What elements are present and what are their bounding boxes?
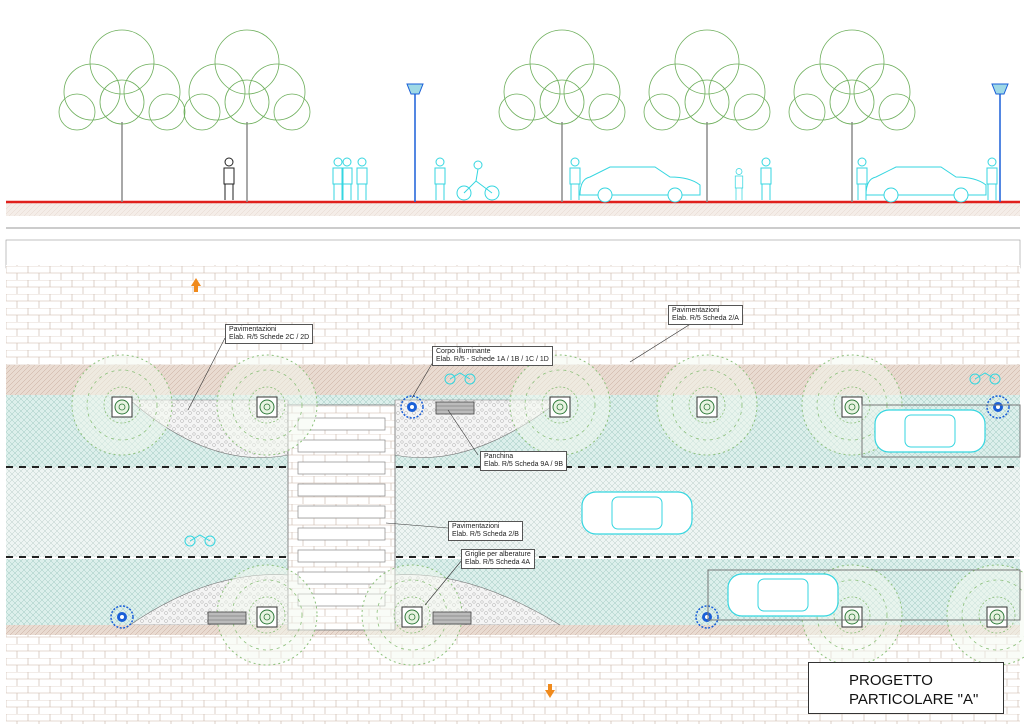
- tree-elevation: [643, 29, 771, 203]
- bicycle-symbol: [444, 372, 476, 385]
- pedestrian-figure: [760, 157, 772, 201]
- callout-ref: Elab. R/5 Scheda 2/B: [452, 531, 519, 538]
- tree-grate: [841, 396, 863, 418]
- cyclist-figure: [456, 160, 500, 201]
- street-lamp-elevation: [406, 83, 424, 202]
- callout-ref: Elab. R/5 Scheda 9A / 9B: [484, 461, 563, 468]
- callout-title: Pavimentazioni: [672, 307, 720, 314]
- bicycle-symbol: [184, 534, 216, 547]
- car-plan: [581, 491, 693, 535]
- pedestrian-figure: [569, 157, 581, 201]
- tree-elevation: [183, 29, 311, 203]
- pedestrian-figure: [223, 157, 235, 200]
- roadway: [6, 467, 1020, 557]
- callout-title: Panchina: [484, 453, 514, 460]
- tree-elevation: [58, 29, 186, 203]
- car-plan: [874, 409, 986, 453]
- pedestrian-figure: [856, 157, 868, 201]
- callout-title: Pavimentazioni: [452, 523, 500, 530]
- car-plan: [727, 573, 839, 617]
- pedestrian-figure: [986, 157, 998, 201]
- callout-title: Corpo illuminante: [436, 348, 491, 355]
- callout-ref: Elab. R/5 - Schede 1A / 1B / 1C / 1D: [436, 356, 549, 363]
- south-arrow-icon: [545, 684, 555, 698]
- tree-elevation: [498, 29, 626, 203]
- car-elevation: [579, 166, 701, 203]
- tree-grate: [841, 606, 863, 628]
- bicycle-symbol: [969, 372, 1001, 385]
- tree-grate: [401, 606, 423, 628]
- car-elevation: [865, 166, 987, 203]
- street-lamp-elevation: [991, 83, 1009, 202]
- tree-grate: [696, 396, 718, 418]
- tree-grate: [986, 606, 1008, 628]
- street-elevation: [6, 29, 1020, 216]
- title-block: PROGETTO PARTICOLARE "A": [808, 662, 1004, 714]
- north-arrow-icon: [191, 278, 201, 292]
- callout-ref: Elab. R/5 Schede 2C / 2D: [229, 334, 310, 341]
- bench: [207, 611, 247, 625]
- bench: [432, 611, 472, 625]
- bench: [435, 401, 475, 415]
- pedestrian-figure: [356, 157, 368, 201]
- tree-elevation: [788, 29, 916, 203]
- title-line-1: PROGETTO: [849, 672, 933, 689]
- child-figure: [734, 168, 744, 201]
- callout-ref: Elab. R/5 Scheda 2/A: [672, 315, 739, 322]
- tree-grate: [549, 396, 571, 418]
- callout-ref: Elab. R/5 Scheda 4A: [465, 559, 530, 566]
- street-plan: [6, 265, 1024, 724]
- callout-title: Griglie per alberature: [465, 551, 531, 558]
- tree-grate: [256, 396, 278, 418]
- tree-grate: [111, 396, 133, 418]
- title-line-2: PARTICOLARE "A": [849, 691, 979, 708]
- callout-title: Pavimentazioni: [229, 326, 277, 333]
- pedestrian-figure: [434, 157, 446, 201]
- tree-grate: [256, 606, 278, 628]
